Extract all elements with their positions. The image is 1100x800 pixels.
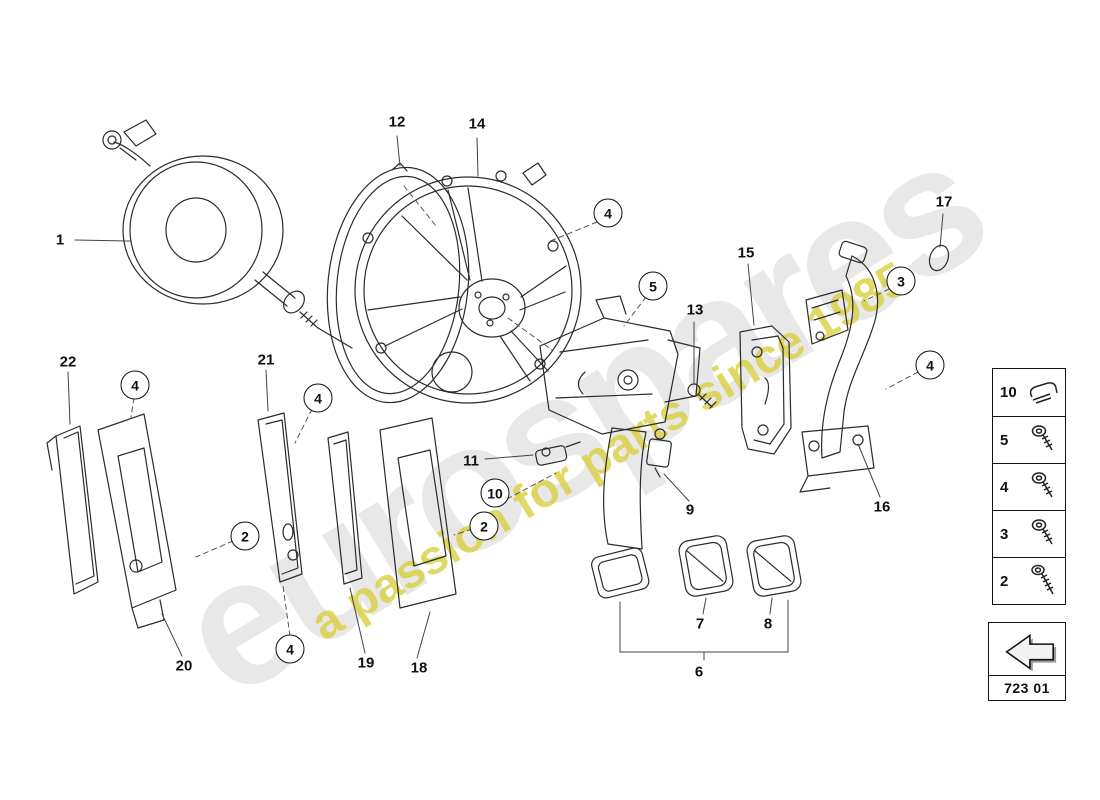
cap-part: [928, 244, 950, 272]
leader-lines: [67, 135, 944, 661]
screw-icon: [1030, 518, 1058, 550]
callout-9: 9: [685, 501, 695, 519]
gasket-part: [326, 166, 470, 404]
mounting-plate-part: [354, 162, 582, 404]
bolt-part: [687, 383, 717, 409]
pedal-cap-8-part: [746, 535, 802, 597]
legend-row-3: 3: [993, 510, 1065, 557]
clip-icon: [1028, 380, 1058, 406]
callout-1: 1: [55, 231, 65, 249]
callout-20: 20: [175, 657, 193, 675]
circled-callout-2: 2: [230, 521, 260, 551]
legend-number: 10: [1000, 384, 1017, 401]
callout-17: 17: [935, 193, 953, 211]
callout-22: 22: [59, 353, 77, 371]
circled-callout-5: 5: [638, 271, 668, 301]
callout-19: 19: [357, 654, 375, 672]
screw-icon: [1030, 471, 1058, 503]
trim-20-part: [97, 413, 177, 629]
callout-7: 7: [695, 615, 705, 633]
callout-6: 6: [694, 663, 704, 681]
callout-14: 14: [468, 115, 486, 133]
trim-21-part: [257, 412, 303, 583]
circled-callout-4: 4: [303, 383, 333, 413]
legend-row-10: 10: [993, 369, 1065, 416]
trim-22-part: [46, 425, 99, 595]
callout-16: 16: [873, 498, 891, 516]
legend-row-5: 5: [993, 416, 1065, 463]
circled-callout-4: 4: [593, 198, 623, 228]
callout-8: 8: [763, 615, 773, 633]
brake-booster-part: [102, 119, 353, 349]
legend-number: 3: [1000, 525, 1009, 543]
back-arrow-icon: [989, 623, 1065, 675]
legend-number: 5: [1000, 431, 1009, 449]
brake-pedal-part: [591, 427, 650, 599]
circled-callout-2: 2: [469, 511, 499, 541]
screw-long-icon: [1030, 564, 1058, 598]
accelerator-pedal-part: [799, 240, 879, 493]
legend-number: 4: [1000, 478, 1009, 496]
circled-callout-10: 10: [480, 478, 510, 508]
dashed-leader-lines: [130, 185, 919, 637]
callout-21: 21: [257, 351, 275, 369]
brake-switch-part: [646, 428, 672, 478]
legend-row-4: 4: [993, 463, 1065, 510]
diagram-code: 723 01: [989, 675, 1065, 700]
legend-row-2: 2: [993, 557, 1065, 604]
trim-18-part: [379, 417, 457, 609]
callout-13: 13: [686, 301, 704, 319]
legend-number: 2: [1000, 572, 1009, 590]
trim-19-part: [327, 431, 363, 585]
fastener-legend: 10 5 4 3 2: [992, 368, 1066, 605]
callout-12: 12: [388, 113, 406, 131]
circled-callout-4: 4: [120, 370, 150, 400]
callout-11: 11: [463, 452, 479, 470]
clevis-part: [535, 441, 581, 466]
support-bracket-part: [739, 325, 792, 455]
diagram-nav-box[interactable]: 723 01: [988, 622, 1066, 701]
pedal-bracket-part: [539, 295, 701, 435]
circled-callout-4: 4: [915, 350, 945, 380]
circled-callout-3: 3: [886, 266, 916, 296]
screw-icon: [1030, 424, 1058, 456]
callout-18: 18: [410, 659, 428, 677]
callout-15: 15: [737, 244, 755, 262]
circled-callout-4: 4: [275, 634, 305, 664]
pedal-cap-7-part: [678, 535, 734, 597]
